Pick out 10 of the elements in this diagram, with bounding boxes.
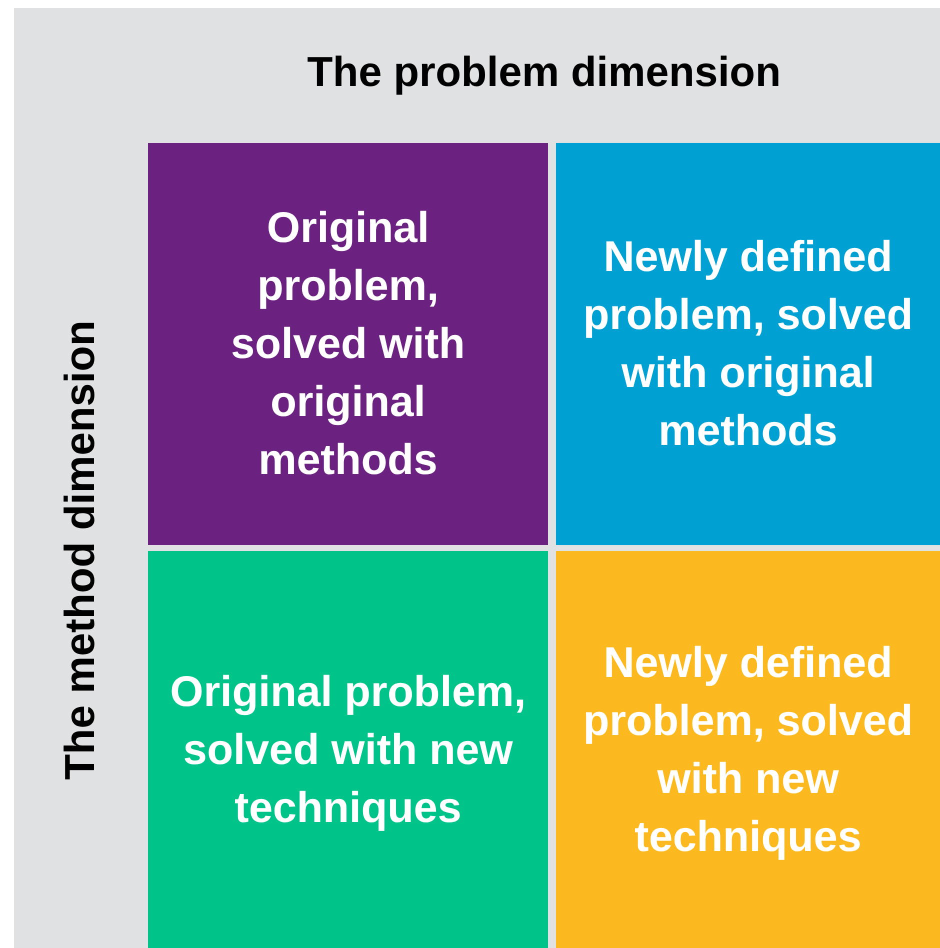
quadrant-box: [148, 551, 548, 948]
axis-title: The problem dimension: [306, 48, 782, 96]
quadrant-text: Newly defined problem, solved with new techniques: [582, 638, 914, 862]
quadrant-box: [556, 551, 940, 948]
quadrant-text: Original problem, solved with new techniques: [169, 666, 527, 834]
quadrant-box: [148, 143, 548, 545]
quadrant-text: Newly defined problem, solved with original methods: [582, 232, 914, 457]
quadrant-box: [556, 143, 940, 545]
quadrant-text: Original problem, solved with original methods: [230, 203, 466, 486]
axis-title: The method dimension: [56, 320, 104, 780]
